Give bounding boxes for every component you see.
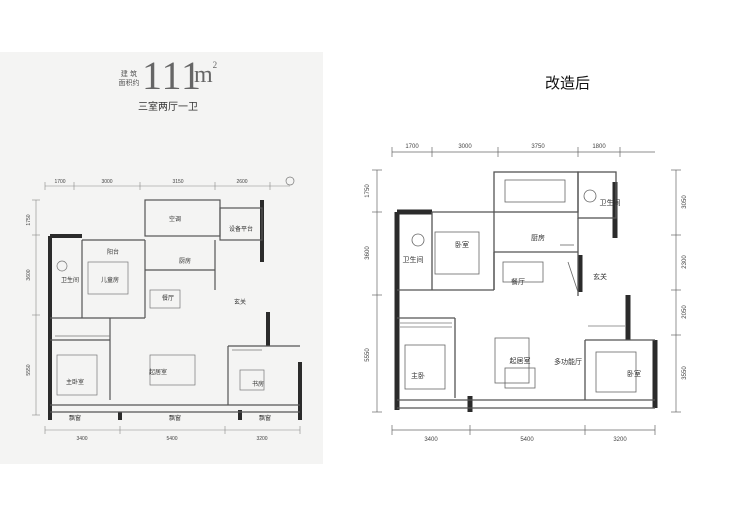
area-label: 建 筑 面积约 [118,70,140,88]
area-indicator: 建 筑 面积约 111 m2 [118,53,238,118]
renov-room-bathroom-right: 卫生间 [600,198,621,207]
renov-top-dim-1: 1700 [405,144,419,150]
orig-bottom-dim-2: 5400 [166,436,177,442]
renov-bottom-dim-3: 3200 [613,437,627,443]
room-label-bay-window-3: 飘窗 [259,414,271,422]
area-unit-text: m [194,62,213,88]
room-label-bathroom: 卫生间 [61,276,79,284]
orig-left-dim-3: 5550 [26,364,32,375]
area-unit-sup: 2 [212,60,218,70]
room-label-balcony: 阳台 [107,248,119,256]
renov-top-dim-3: 3750 [531,144,545,150]
renov-right-dim-4: 3550 [682,366,688,380]
room-label-bay-window-1: 飘窗 [69,414,81,422]
room-label-dining: 餐厅 [162,294,174,302]
orig-top-dim-3: 3150 [172,179,183,185]
area-label-line1: 建 筑 [120,70,138,78]
renov-left-dim-2: 3600 [365,246,371,260]
renov-right-dim-1: 3050 [682,195,688,209]
orig-bottom-dim-1: 3400 [76,436,87,442]
renov-room-multifunction: 多功能厅 [554,357,582,366]
room-label-child-room: 儿童房 [101,276,119,284]
renovated-title: 改造后 [545,74,591,92]
original-plan-panel [0,52,323,464]
room-label-bay-window-2: 飘窗 [169,414,181,422]
renov-top-dim-2: 3000 [458,144,472,150]
area-label-line2: 面积约 [118,79,140,87]
orig-top-dim-2: 3000 [101,179,112,185]
renov-room-entrance: 玄关 [593,272,607,281]
renov-left-dim-3: 5550 [365,348,371,362]
orig-top-dim-4: 2600 [236,179,247,185]
room-label-ac: 空调 [169,215,181,223]
renov-room-bedroom-top: 卧室 [455,240,469,249]
renov-room-master-bedroom: 主卧 [411,371,425,380]
orig-bottom-dim-3: 3200 [256,436,267,442]
renov-bottom-dim-1: 3400 [424,437,438,443]
renov-room-dining: 餐厅 [511,277,525,286]
renov-room-living: 起居室 [510,356,531,365]
renov-bottom-dim-2: 5400 [520,437,534,443]
area-value: 111 [142,53,203,98]
orig-top-dim-1: 1700 [54,179,65,185]
room-label-living: 起居室 [149,368,167,376]
renov-top-dim-4: 1800 [592,144,606,150]
renov-room-bathroom-left: 卫生间 [403,255,424,264]
room-label-kitchen: 厨房 [179,257,191,265]
room-label-equipment: 设备平台 [229,225,253,233]
renov-right-dim-3: 2050 [682,305,688,319]
orig-left-dim-2: 3600 [26,269,32,280]
renov-right-dim-2: 2300 [682,255,688,269]
orig-left-dim-1: 1750 [26,214,32,225]
area-unit: m2 [194,60,218,89]
renovated-floor-plan: 卧室 厨房 卫生间 卫生间 餐厅 玄关 主卧 起居室 多功能厅 卧室 1700 … [365,144,688,443]
room-label-entrance: 玄关 [234,298,246,306]
room-label-master-bedroom: 主卧室 [66,378,84,386]
renov-room-kitchen: 厨房 [531,233,545,242]
room-label-study: 书房 [252,380,264,388]
original-floor-plan: 空调 设备平台 阳台 厨房 卫生间 儿童房 餐厅 玄关 主卧室 起居室 书房 飘… [26,176,302,442]
layout-type: 三室两厅一卫 [138,102,198,113]
renov-left-dim-1: 1750 [365,184,371,198]
renov-room-bedroom-right: 卧室 [627,369,641,378]
